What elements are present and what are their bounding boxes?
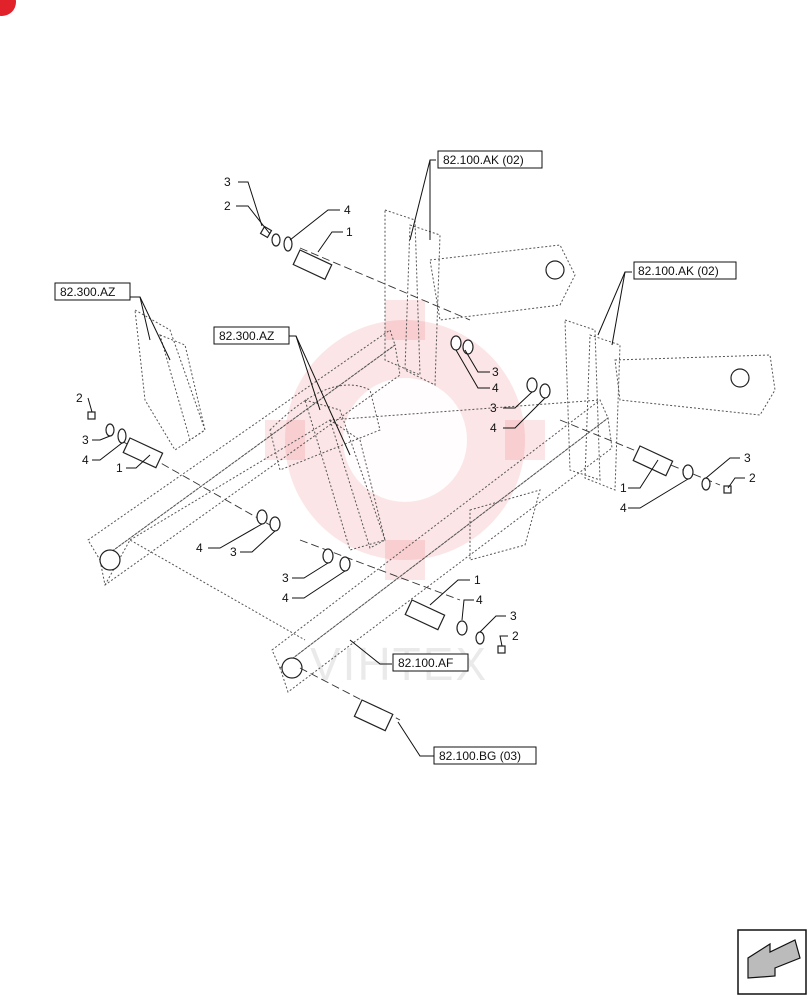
- callout-3: 3: [744, 451, 751, 465]
- leader-lines: [87, 159, 745, 757]
- arrow-nav-icon[interactable]: [737, 929, 807, 995]
- callout-2: 2: [224, 199, 231, 213]
- callout-1: 1: [474, 573, 481, 587]
- ref-ak-right[interactable]: 82.100.AK (02): [633, 261, 737, 280]
- callout-3: 3: [230, 545, 237, 559]
- ref-af[interactable]: 82.100.AF: [392, 653, 469, 672]
- callout-3: 3: [224, 175, 231, 189]
- svg-text:82.100.AF: 82.100.AF: [398, 656, 453, 670]
- callout-4: 4: [82, 453, 89, 467]
- callout-1: 1: [620, 481, 627, 495]
- pin-group-top: [259, 225, 333, 281]
- callout-4: 4: [492, 381, 499, 395]
- callout-4: 4: [344, 203, 351, 217]
- callout-2: 2: [76, 391, 83, 405]
- callout-3: 3: [490, 401, 497, 415]
- callout-1: 1: [346, 225, 353, 239]
- callout-1: 1: [116, 461, 123, 475]
- callout-4: 4: [476, 593, 483, 607]
- ref-bg[interactable]: 82.100.BG (03): [433, 746, 537, 765]
- ref-az-left[interactable]: 82.300.AZ: [54, 282, 131, 301]
- loader-frame: [87, 209, 776, 693]
- pin-group-right: [632, 445, 732, 494]
- washers-top-tower: [450, 335, 551, 399]
- svg-text:82.300.AZ: 82.300.AZ: [60, 285, 115, 299]
- corner-badge-icon: [0, 0, 16, 16]
- callout-3: 3: [82, 433, 89, 447]
- callout-4: 4: [620, 501, 627, 515]
- ref-az-mid[interactable]: 82.300.AZ: [213, 326, 290, 345]
- callout-4: 4: [490, 421, 497, 435]
- bushing-82-100-bg: [353, 699, 394, 732]
- svg-text:82.100.AK (02): 82.100.AK (02): [443, 153, 524, 167]
- callout-4: 4: [196, 541, 203, 555]
- callout-3: 3: [282, 571, 289, 585]
- svg-text:82.300.AZ: 82.300.AZ: [219, 329, 274, 343]
- callout-3: 3: [492, 365, 499, 379]
- callout-3: 3: [510, 609, 517, 623]
- watermark-gear-icon: [265, 300, 545, 580]
- ref-ak-top[interactable]: 82.100.AK (02): [437, 150, 543, 169]
- callout-2: 2: [512, 629, 519, 643]
- pin-group-left: [87, 411, 164, 469]
- svg-text:82.100.BG (03): 82.100.BG (03): [439, 749, 521, 763]
- svg-text:82.100.AK (02): 82.100.AK (02): [638, 264, 719, 278]
- callout-numbers: 3 2 4 1 3 4 3 4 2 3 4 1 4 3 3 4 1 4 3 2 …: [76, 175, 756, 643]
- callout-4: 4: [282, 591, 289, 605]
- callout-2: 2: [749, 471, 756, 485]
